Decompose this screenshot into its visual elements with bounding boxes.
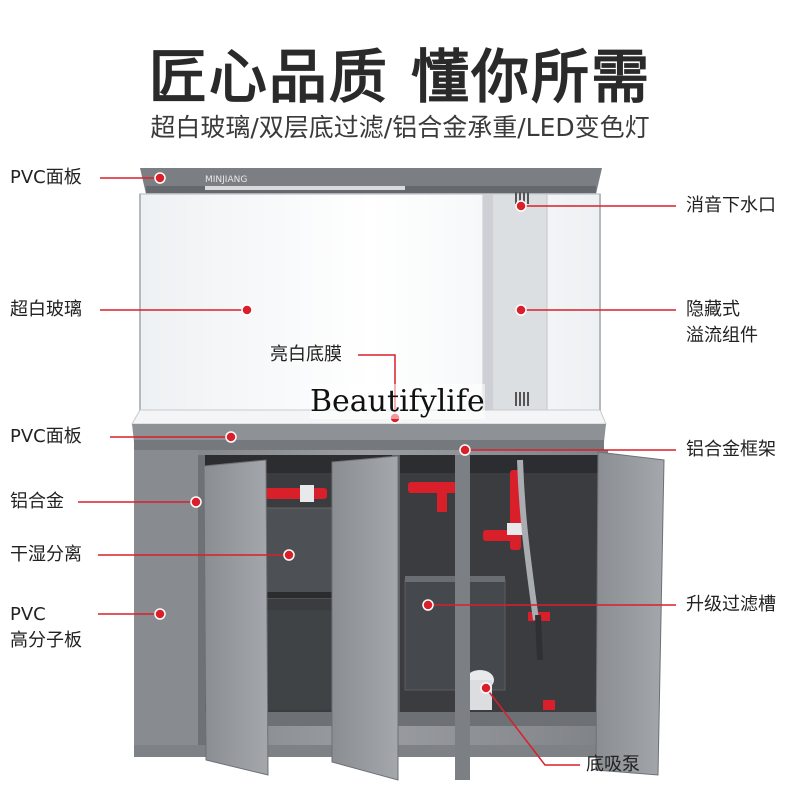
brand-logo: MINJIANG — [205, 175, 247, 185]
label-hidden-1: 隐藏式 — [686, 299, 740, 320]
label-filter: 升级过滤槽 — [686, 594, 776, 615]
label-pvc-board-1: PVC — [10, 604, 46, 625]
cabinet-doors — [203, 451, 665, 781]
label-pvc-mid: PVC面板 — [10, 426, 82, 447]
label-aluminum: 铝合金 — [10, 491, 64, 512]
label-frame: 铝合金框架 — [686, 439, 776, 460]
watermark: Beautifylife — [310, 384, 485, 419]
subheadline: 超白玻璃/双层底过滤/铝合金承重/LED变色灯 — [150, 113, 650, 142]
callout-lines — [78, 177, 676, 766]
label-silent-drain: 消音下水口 — [686, 195, 776, 216]
label-glass: 超白玻璃 — [10, 299, 82, 320]
cabinet-top-plate — [132, 424, 606, 450]
label-bottom-film: 亮白底膜 — [270, 344, 342, 365]
callout-dots — [154, 172, 527, 694]
label-hidden-2: 溢流组件 — [686, 325, 758, 346]
hose-end — [535, 614, 543, 661]
headline: 匠心品质 懂你所需 — [148, 43, 652, 111]
top-hood: MINJIANG — [140, 168, 602, 194]
label-pvc-board-2: 高分子板 — [10, 630, 82, 651]
label-pump: 底吸泵 — [586, 754, 640, 775]
drain-hose — [517, 459, 539, 621]
label-pvc-top: PVC面板 — [10, 167, 82, 188]
label-dry-wet: 干湿分离 — [10, 544, 82, 565]
